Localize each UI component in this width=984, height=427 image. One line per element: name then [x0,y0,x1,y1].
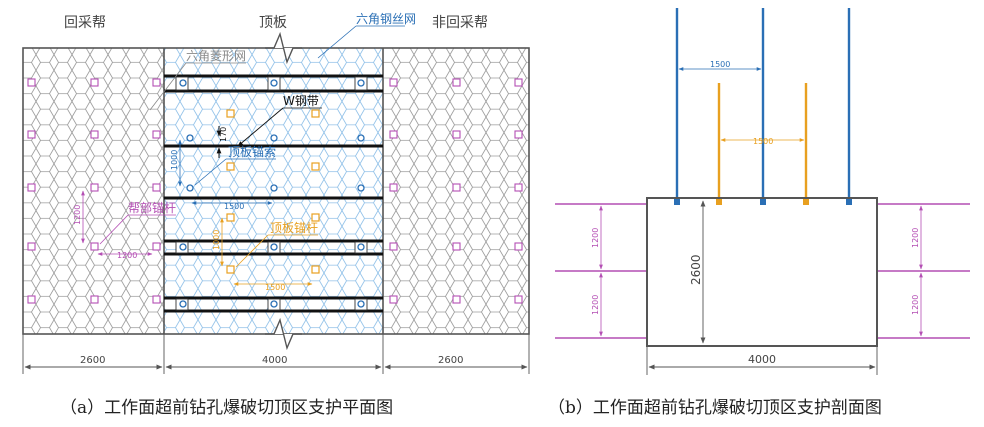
label-roof: 顶板 [259,15,287,31]
dim-1200-vertical: 1200 [73,205,82,225]
w-steel-straps [164,74,383,313]
leader-hex-mesh [149,62,187,111]
section-dim-cable-1500: 1500 [710,60,730,69]
section-bolts [717,83,808,202]
label-non-mining-rib: 非回采帮 [432,15,488,31]
label-steel-mesh: 六角钢丝网 [356,12,416,26]
dim-1500-bolt: 1500 [265,283,285,292]
label-roof-bolt: 顶板锚杆 [270,220,318,235]
leader-roof-bolt [235,234,269,268]
section-dim-height-2600: 2600 [689,254,703,285]
caption-plan: （a）工作面超前钻孔爆破切顶区支护平面图 [60,398,394,418]
label-rib-bolt: 帮部锚杆 [128,200,176,215]
leader-w-strap [237,107,284,147]
roadway-section [646,197,878,347]
dim-170: 170 [219,127,228,142]
section-dim-left-1200-a: 1200 [591,228,600,248]
break-symbol-top [265,31,302,65]
dim-left-2600: 2600 [80,355,105,366]
label-roof-cable: 顶板锚索 [228,144,276,159]
label-mining-rib: 回采帮 [64,15,106,31]
plan-view: 回采帮 顶板 非回采帮 六角钢丝网 六角菱形网 W钢带 170 顶板锚索 100… [22,12,530,374]
dim-1200-horizontal: 1200 [117,251,137,260]
rib-bolts [27,78,523,304]
leader-roof-cable [194,158,227,186]
label-w-strap: W钢带 [283,94,319,108]
roof-cables [179,79,365,308]
dim-1000-cable: 1000 [170,150,179,170]
dim-1500-cable: 1500 [224,202,244,211]
section-dim-right-1200-a: 1200 [911,228,920,248]
section-rib-bolts [555,203,970,339]
section-dim-width-4000: 4000 [748,353,776,366]
leader-rib-bolt [99,214,129,245]
dim-1000-bolt: 1000 [212,230,221,250]
leader-steel-mesh [317,25,357,59]
section-cables [675,8,851,202]
section-dim-bolt-1500: 1500 [753,137,773,146]
section-dim-right-1200-b: 1200 [911,295,920,315]
dim-right-2600: 2600 [438,355,463,366]
label-hex-mesh: 六角菱形网 [186,49,246,63]
caption-section: （b）工作面超前钻孔爆破切顶区支护剖面图 [548,398,882,418]
section-view: 1500 1500 1200 1200 1200 1200 2600 [555,8,970,375]
break-symbol-bottom [265,317,302,351]
dim-center-4000: 4000 [262,355,287,366]
section-dim-left-1200-b: 1200 [591,295,600,315]
roof-bolts [226,109,320,274]
